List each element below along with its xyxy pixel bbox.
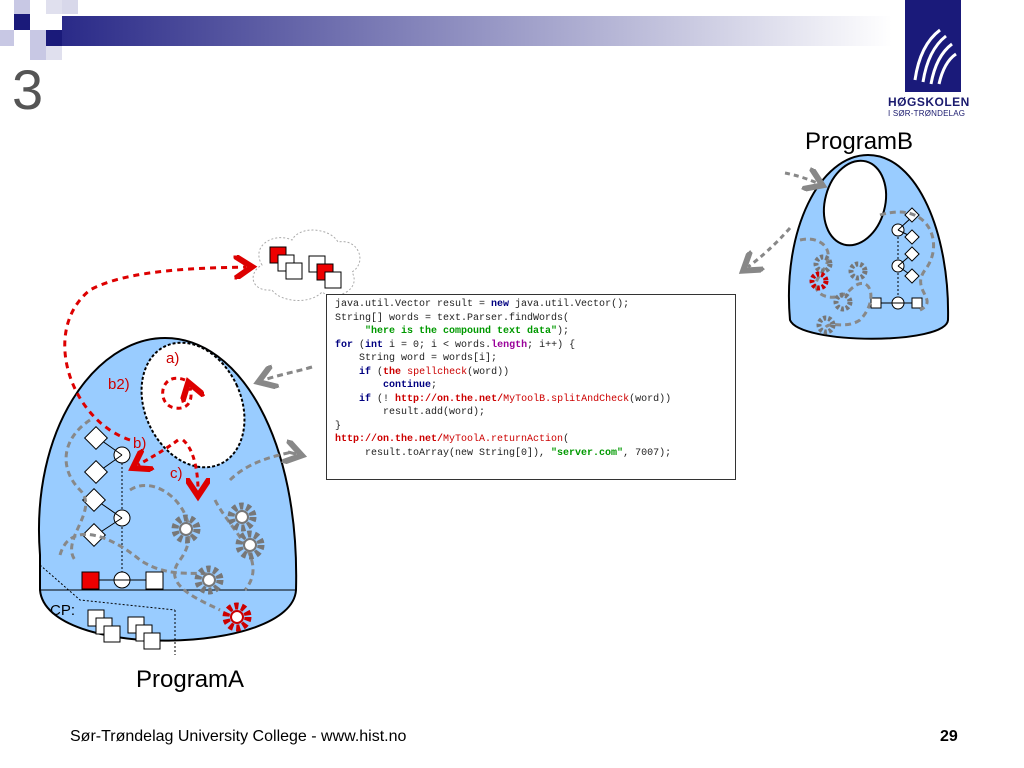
footer-text: Sør-Trøndelag University College - www.h…: [70, 728, 407, 745]
code-line: for (int i = 0; i < words.length; i++) {: [335, 339, 576, 351]
label-b: b): [133, 435, 147, 452]
page-number: 29: [940, 728, 958, 745]
code-line: String word = words[i];: [335, 353, 498, 364]
slide-number: 3: [12, 58, 44, 121]
code-line: result.add(word);: [335, 407, 486, 418]
document-icon: [87, 609, 161, 650]
code-line: if (! http://on.the.net/MyToolB.splitAnd…: [359, 393, 672, 405]
red-flow-arrows: [63, 267, 246, 490]
code-box: java.util.Vector result = new java.util.…: [326, 294, 736, 480]
code-line: String[] words = text.Parser.findWords(: [335, 312, 570, 324]
logo-name: HØGSKOLEN: [888, 95, 970, 109]
code-line: result.toArray(new String[0]), "server.c…: [335, 447, 672, 459]
program-a: [38, 336, 298, 655]
code-line: java.util.Vector result = new java.util.…: [335, 299, 630, 310]
label-a: a): [166, 350, 180, 367]
logo-icon: [905, 0, 961, 92]
program-a-title: ProgramA: [136, 666, 245, 693]
program-b-title: ProgramB: [805, 128, 914, 155]
code-line: }: [335, 420, 342, 432]
code-line: "here is the compound text data");: [365, 326, 570, 337]
label-c: c): [170, 465, 183, 482]
gray-flow-arrows: [264, 173, 817, 454]
code-line: http://on.the.net/MyToolA.returnAction(: [335, 434, 570, 445]
code-line: continue;: [383, 380, 438, 391]
logo-subtitle: I SØR-TRØNDELAG: [888, 109, 966, 118]
header-band: [62, 16, 892, 46]
code-line: if (the spellcheck(word)): [359, 366, 510, 378]
cloud-icon: [252, 229, 361, 301]
program-b: [788, 153, 950, 340]
cp-label: CP:: [50, 602, 76, 619]
gear-icon: [171, 254, 868, 632]
corner-squares: [0, 0, 78, 60]
label-b2: b2): [108, 376, 130, 393]
